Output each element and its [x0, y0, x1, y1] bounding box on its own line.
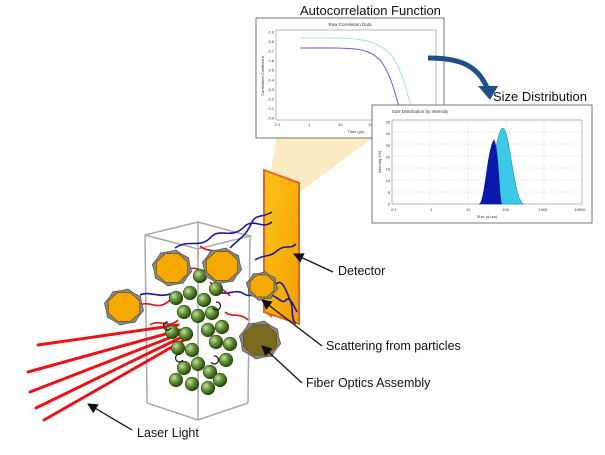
- acf-y-ticks: 0.9 0.8 0.7 0.6 0.5 0.4 0.3 0.2 0.1 0.0: [268, 30, 274, 121]
- particle: [168, 372, 184, 388]
- scattering-callout-arrow: [261, 299, 323, 347]
- psd-panel-title: Size Distribution by Intensity: [392, 109, 449, 114]
- acf-xlabel: Time (µs): [348, 129, 365, 134]
- fiber-optics-callout-arrow: [261, 345, 303, 384]
- psd-peak-dark: [478, 139, 503, 205]
- psd-y-ticks: 35 30 25 20 15 10 5 0: [386, 120, 391, 207]
- psd-y-tick-label: 25: [386, 143, 391, 148]
- particle: [208, 334, 224, 350]
- size-distribution-title: Size Distribution: [493, 89, 587, 104]
- particle: [222, 336, 238, 352]
- acf-y-tick-label: 0.6: [268, 58, 274, 63]
- psd-x-tick-label: 10000: [574, 207, 586, 212]
- laser-beams: [26, 323, 188, 422]
- psd-x-ticks: 0.1 1 10 100 1000 10000: [391, 207, 586, 212]
- fiber-optic-head: [151, 249, 193, 287]
- psd-y-tick-label: 20: [386, 155, 391, 160]
- particle: [176, 360, 192, 376]
- callout-arrows: [87, 253, 334, 431]
- particle: [182, 285, 198, 301]
- transform-arrow: [427, 55, 491, 91]
- acf-x-tick-label: 0.1: [275, 122, 281, 127]
- motion-marks: [162, 301, 222, 365]
- detector-view-cone: [262, 118, 400, 222]
- particle: [200, 380, 216, 396]
- acf-y-tick-label: 0.7: [268, 49, 274, 54]
- acf-y-tick-label: 0.0: [268, 116, 274, 121]
- acf-y-tick-label: 0.3: [268, 87, 274, 92]
- acf-y-tick-label: 0.9: [268, 30, 274, 35]
- particle: [168, 290, 184, 306]
- acf-curve-series-2: [300, 37, 437, 121]
- acf-x-tick-label: 10: [338, 122, 343, 127]
- particle: [200, 322, 216, 338]
- psd-y-tick-label: 5: [388, 190, 391, 195]
- acf-y-tick-label: 0.1: [268, 106, 274, 111]
- acf-y-tick-label: 0.5: [268, 68, 274, 73]
- psd-x-tick-label: 10: [466, 207, 471, 212]
- fiber-optic-head: [103, 288, 145, 326]
- psd-panel: Size Distribution by Intensity 35 30 25 20 1…: [371, 104, 593, 224]
- detector-label: Detector: [338, 264, 386, 278]
- acf-panel-title: Raw Correlation Data: [328, 22, 372, 27]
- particle: [190, 308, 206, 324]
- psd-ylabel: Intensity (%): [377, 150, 382, 173]
- psd-xlabel: Size (d.nm): [477, 214, 498, 219]
- particle: [170, 340, 186, 356]
- particle: [190, 356, 206, 372]
- particle: [184, 376, 200, 392]
- acf-y-tick-label: 0.2: [268, 96, 274, 101]
- autocorrelation-title: Autocorrelation Function: [300, 3, 441, 18]
- particle: [218, 352, 234, 368]
- fiber-optic-head: [245, 271, 279, 301]
- particle: [208, 281, 224, 297]
- acf-y-tick-label: 0.8: [268, 39, 274, 44]
- psd-x-tick-label: 1000: [538, 207, 548, 212]
- particle: [202, 364, 218, 380]
- fiber-optic-head: [201, 247, 243, 285]
- acf-y-tick-label: 0.4: [268, 77, 274, 82]
- psd-x-tick-label: 0.1: [391, 207, 397, 212]
- particle: [184, 342, 200, 358]
- detector-callout-arrow: [293, 253, 334, 273]
- particle: [176, 304, 192, 320]
- psd-y-tick-label: 0: [388, 202, 391, 207]
- psd-y-tick-label: 10: [386, 178, 391, 183]
- psd-y-tick-label: 30: [386, 131, 391, 136]
- particle: [212, 372, 228, 388]
- particle: [204, 305, 220, 321]
- psd-y-tick-label: 15: [386, 166, 391, 171]
- fiber-optic-head: [238, 320, 282, 360]
- particle: [164, 324, 180, 340]
- transform-arrow-head: [478, 86, 498, 100]
- psd-y-tick-label: 35: [386, 120, 391, 125]
- psd-x-tick-label: 1: [430, 207, 433, 212]
- sample-cell: [144, 221, 253, 421]
- acf-ylabel: Correlation Coefficient: [260, 55, 265, 95]
- acf-x-tick-label: 1: [308, 122, 311, 127]
- psd-x-tick-label: 100: [502, 207, 509, 212]
- laser-light-label: Laser Light: [137, 426, 199, 440]
- laser-callout-arrow: [87, 403, 133, 431]
- scattering-label: Scattering from particles: [326, 339, 461, 353]
- particle: [178, 326, 194, 342]
- particle: [214, 319, 230, 335]
- particle: [196, 292, 212, 308]
- fiber-optics-label: Fiber Optics Assembly: [306, 376, 431, 390]
